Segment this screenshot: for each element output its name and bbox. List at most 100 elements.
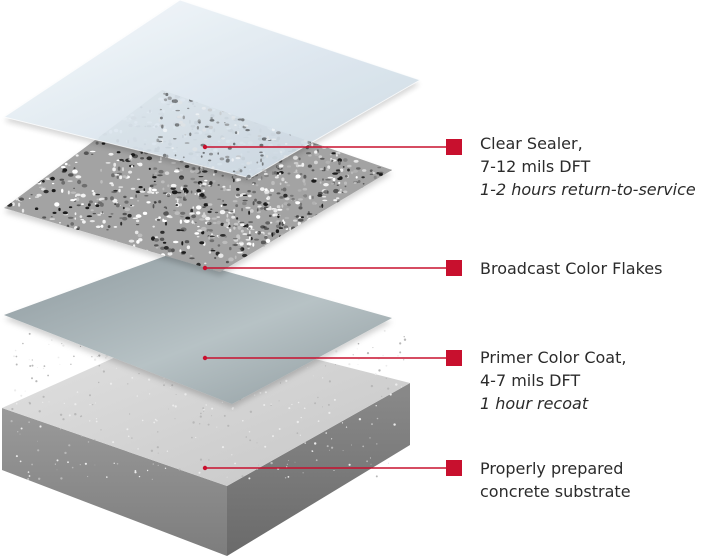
color-flake [292,245,297,248]
color-flake [4,252,10,257]
color-flake [200,155,203,158]
color-flake [67,190,70,195]
color-flake [130,153,136,157]
color-flake [160,230,165,234]
color-flake [158,161,162,163]
color-flake [371,218,374,223]
color-flake [115,203,120,208]
color-flake [20,230,24,234]
concrete-grain [264,445,267,448]
concrete-grain [14,349,17,352]
concrete-grain [126,428,129,431]
color-flake [295,169,298,172]
color-flake [73,198,77,201]
color-flake [25,230,29,234]
concrete-grain [357,363,359,365]
color-flake [101,242,107,247]
color-flake [154,244,159,247]
concrete-grain [37,440,38,442]
color-flake [345,148,350,152]
color-flake [325,135,331,139]
color-flake [153,238,159,242]
color-flake [361,131,366,134]
color-flake [387,135,390,138]
color-flake [392,252,397,256]
color-flake [35,277,40,280]
color-flake [51,182,55,185]
color-flake [15,245,22,249]
color-flake [234,255,237,260]
color-flake [303,194,308,198]
color-flake [70,222,74,226]
color-flake [179,219,183,224]
color-flake [75,154,79,157]
color-flake [242,233,248,235]
concrete-grain [348,363,351,366]
color-flake [112,198,118,203]
color-flake [5,192,11,195]
color-flake [279,242,282,246]
color-flake [249,209,254,213]
color-flake [336,184,339,186]
concrete-grain [79,345,82,347]
color-flake [252,183,255,185]
color-flake [290,258,295,263]
color-flake [12,245,17,248]
color-flake [162,218,165,221]
color-flake [327,167,329,172]
concrete-grain [279,382,282,384]
color-flake [100,180,103,184]
color-flake [371,238,375,241]
concrete-grain [59,428,61,430]
color-flake [256,275,259,277]
color-flake [377,247,381,249]
color-flake [32,93,36,95]
color-flake [371,217,375,219]
color-flake [18,135,23,139]
concrete-grain [303,407,306,410]
color-flake [311,249,318,252]
color-flake [383,119,387,123]
color-flake [275,253,280,255]
color-flake [241,207,244,212]
color-flake [203,138,208,141]
color-flake [135,219,140,223]
concrete-grain [19,460,22,463]
color-flake [354,279,359,281]
color-flake [305,263,308,266]
color-flake [397,221,400,224]
color-flake [368,150,371,154]
color-flake [380,241,386,245]
color-flake [322,195,327,198]
color-flake [94,202,97,205]
color-flake [225,155,230,159]
concrete-grain [76,391,79,393]
color-flake [119,175,123,180]
color-flake [113,162,117,167]
color-flake [355,226,357,229]
color-flake [336,197,340,200]
color-flake [223,209,229,211]
color-flake [323,220,328,223]
color-flake [255,184,259,187]
color-flake [260,158,263,163]
color-flake [261,240,267,245]
color-flake [336,236,340,239]
color-flake [164,98,168,102]
concrete-grain [163,384,165,387]
color-flake [348,209,352,212]
color-flake [297,189,302,192]
color-flake [34,196,40,198]
color-flake [311,169,315,172]
color-flake [154,236,159,238]
color-flake [351,122,355,126]
color-flake [354,193,361,197]
color-flake [321,220,325,225]
concrete-grain [20,394,23,397]
color-flake [283,193,288,198]
color-flake [248,210,251,215]
color-flake [338,250,342,254]
color-flake [255,252,259,255]
concrete-grain [375,475,378,478]
color-flake [329,134,334,137]
